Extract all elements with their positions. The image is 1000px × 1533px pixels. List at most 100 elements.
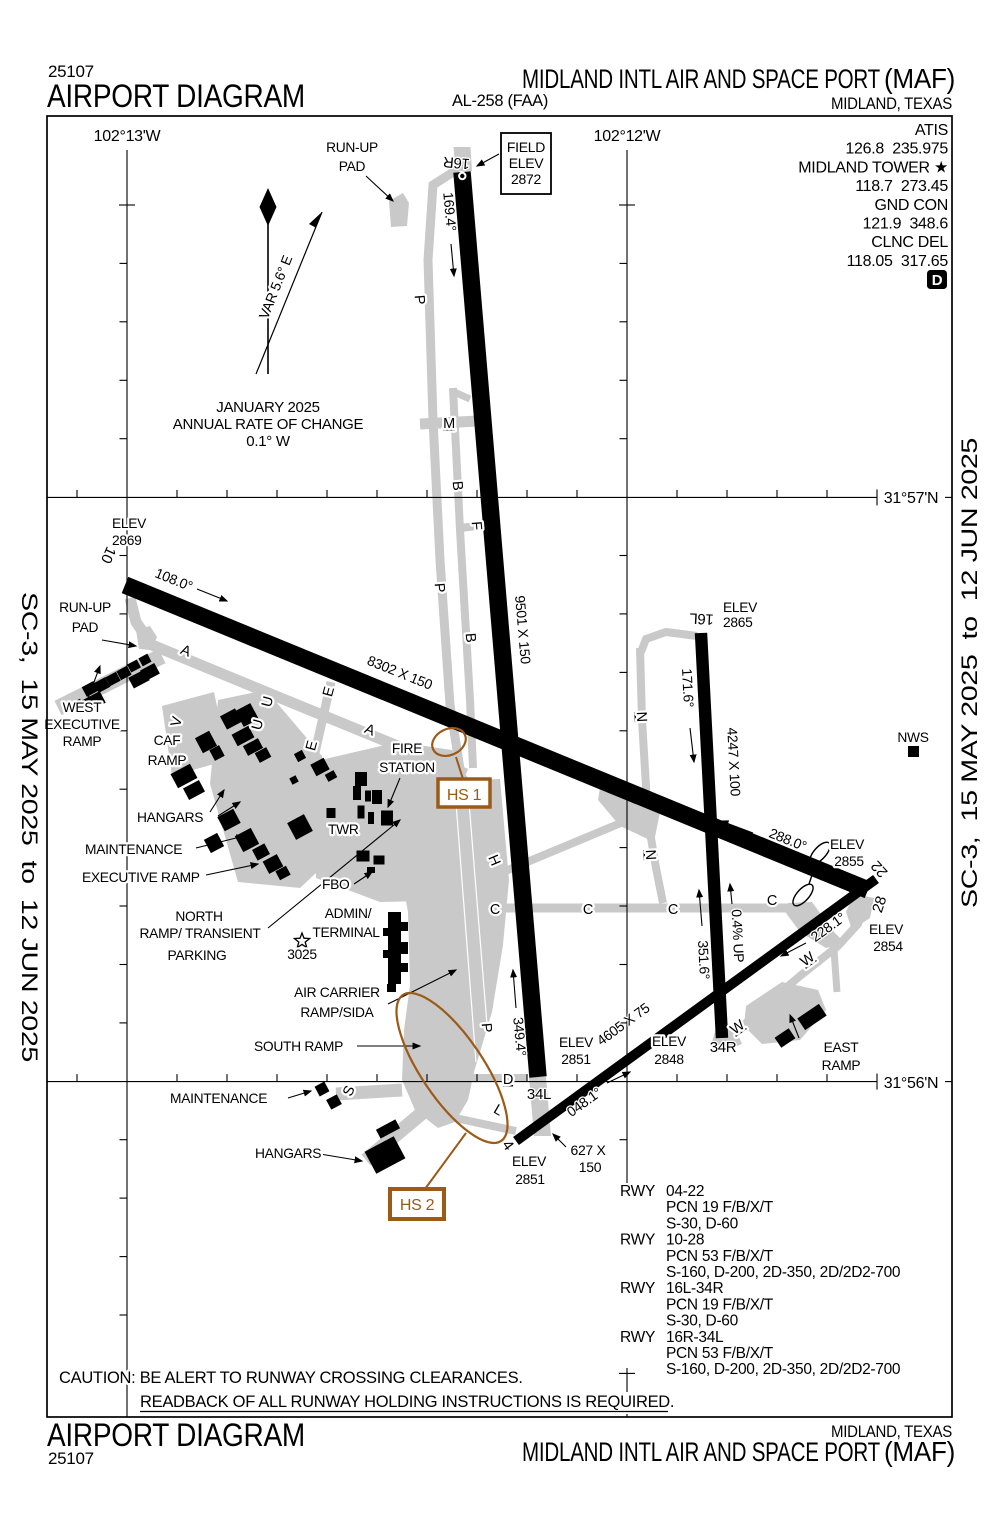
building: [183, 780, 205, 800]
magnetic-variation-line: [255, 211, 323, 375]
elev-10-1: ELEV: [112, 516, 147, 531]
rwy-table-row2-pcn: PCN 19 F/B/X/T: [666, 1296, 774, 1313]
data-comm-icon-letter: D: [932, 272, 943, 289]
building: [293, 749, 307, 763]
dim-16r34l: 9501 X 150: [512, 595, 534, 665]
caf-ramp-2: RAMP: [148, 753, 187, 768]
leader-arrow: [195, 834, 246, 849]
twy-m: M: [443, 416, 455, 432]
building: [326, 808, 336, 818]
building: [217, 808, 241, 832]
runway-layer: [121, 171, 879, 1145]
taxiway-apron-shape: [830, 949, 841, 993]
taxiway-apron-shape: [389, 193, 409, 227]
taxiway-apron-shape: [162, 692, 228, 776]
east-ramp-1: EAST: [824, 1040, 860, 1055]
airport-id-bottom: (MAF): [884, 1436, 955, 1467]
twy-c-4: C: [767, 893, 777, 909]
city-state-bottom: MIDLAND, TEXAS: [831, 1423, 952, 1441]
elev-28-2: 2854: [873, 939, 903, 954]
hdg-34r: 351.6°: [695, 940, 713, 980]
leader-arrow: [205, 862, 260, 876]
building: [356, 850, 370, 862]
comm-clnc-label: CLNC DEL: [871, 234, 948, 251]
leader-arrow: [101, 639, 138, 649]
comm-tower-label: MIDLAND TOWER ★: [798, 159, 948, 176]
rwy-34r-label: 34R: [710, 1039, 737, 1056]
air-carrier-2: RAMP/SIDA: [300, 1005, 374, 1020]
hangars-south: HANGARS: [255, 1146, 321, 1161]
west-exec-2: EXECUTIVE: [44, 717, 120, 732]
building: [367, 867, 375, 873]
page-title-top: AIRPORT DIAGRAM: [47, 78, 305, 114]
building: [287, 814, 313, 840]
elev-28-1: ELEV: [869, 922, 904, 937]
building: [289, 775, 299, 785]
leader-arrow: [606, 1071, 632, 1084]
rwy-table-row1-rwy: RWY: [620, 1232, 655, 1249]
elev-2855-loop-icon: [809, 841, 831, 865]
elev-34l-1: ELEV: [559, 1035, 594, 1050]
building: [381, 810, 393, 826]
runway-10-28: [121, 576, 872, 899]
map-border: [46, 115, 953, 1418]
twy-c-3: C: [668, 902, 678, 918]
taxiway-apron-shape: [335, 1083, 403, 1101]
building: [242, 738, 264, 756]
magnetic-variation-arrowhead: [309, 212, 322, 228]
north-ramp-3: PARKING: [168, 948, 227, 963]
city-state-top: MIDLAND, TEXAS: [831, 95, 952, 113]
building: [774, 1028, 796, 1048]
taxiway-edge-line: [467, 789, 491, 1063]
leader-arrow: [87, 664, 101, 699]
taxiway-apron-shape: [453, 147, 472, 171]
building: [383, 928, 388, 936]
comm-atis-freq: 126.8 235.975: [845, 141, 948, 158]
rwy-table-row1-pcn: PCN 53 F/B/X/T: [666, 1248, 774, 1265]
building: [324, 770, 338, 782]
fire-station-1: FIRE: [392, 741, 422, 756]
building: [127, 659, 141, 673]
taxiway-apron-shape: [846, 894, 874, 930]
hangars-west: HANGARS: [137, 810, 203, 825]
building: [231, 725, 255, 747]
field-elev-line3: 2872: [511, 171, 541, 187]
building: [364, 1136, 406, 1174]
hotspot-2-ellipse: [395, 991, 509, 1145]
taxiway-apron-shape: [136, 626, 157, 650]
hotspot-1-box: [436, 777, 492, 809]
building: [69, 698, 85, 714]
leader-arrow: [387, 777, 401, 809]
field-elev-line1: FIELD: [507, 139, 545, 155]
comm-clnc-freq: 118.05 317.65: [847, 253, 949, 270]
leader-arrow: [552, 1133, 567, 1148]
hotspot-1-leader: [455, 756, 464, 780]
right-margin-text: SC-3, 15 MAY 2025 to 12 JUN 2025: [957, 438, 982, 908]
twy-p-3: P: [478, 1022, 495, 1033]
airport-name-bottom: MIDLAND INTL AIR AND SPACE PORT: [522, 1437, 880, 1467]
chart-number-bottom: 25107: [48, 1449, 94, 1468]
admin-terminal-2: TERMINAL: [312, 925, 380, 940]
magvar-rate: 0.1° W: [246, 433, 291, 450]
twr-label: TWR: [328, 822, 359, 837]
leader-arrow: [209, 788, 225, 813]
nws-label: NWS: [897, 730, 928, 745]
elev-16l-1: ELEV: [723, 600, 758, 615]
west-exec-1: WEST: [63, 700, 103, 715]
runway-16r-34l: [453, 171, 547, 1078]
elev-22-2: 2855: [834, 854, 864, 869]
building: [355, 772, 367, 786]
building: [116, 665, 132, 681]
building: [254, 747, 272, 763]
building: [310, 757, 330, 777]
admin-terminal-1: ADMIN/: [325, 906, 372, 921]
comm-tower-freq: 118.7 273.45: [855, 178, 948, 195]
taxiway-apron-shape: [454, 1114, 517, 1135]
elev-34r-2: 2848: [654, 1052, 684, 1067]
elev-04-1: ELEV: [512, 1154, 547, 1169]
building: [138, 653, 152, 667]
twy-p-1: P: [411, 294, 428, 305]
twy-b-1: B: [449, 480, 466, 491]
rwy-table-row3-id: 16R-34L: [666, 1329, 724, 1346]
